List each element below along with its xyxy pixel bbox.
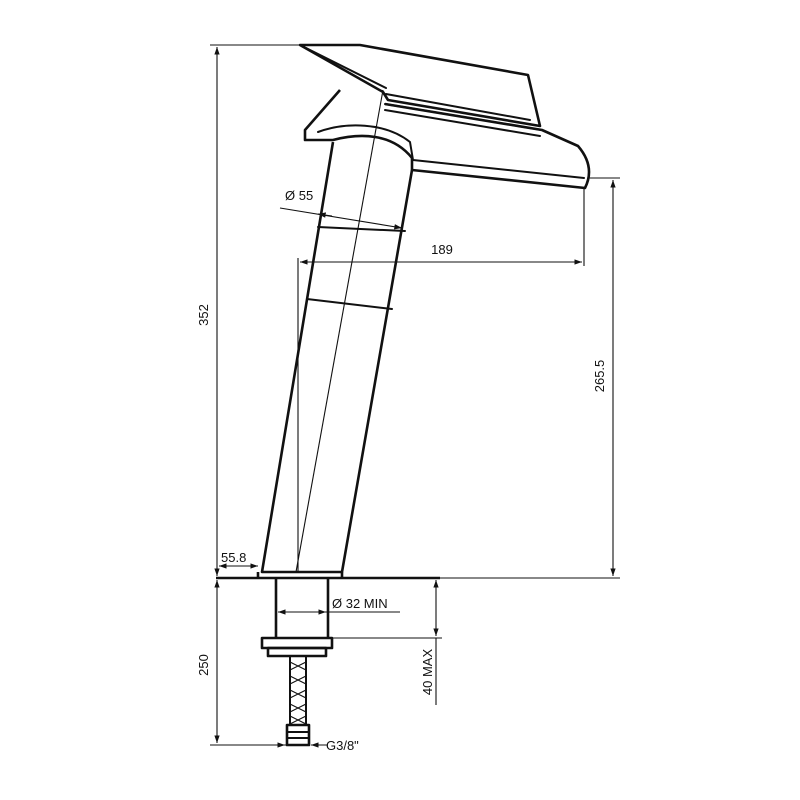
dim-below-deck: 250 <box>196 580 287 746</box>
dim-body-diameter: Ø 55 <box>279 188 403 230</box>
dim-55-leader <box>279 207 403 230</box>
faucet-body <box>260 89 414 574</box>
dim-thread-label: G3/8" <box>326 738 359 753</box>
body-division-upper <box>317 226 406 232</box>
shank <box>274 578 330 638</box>
dim-265-label: 265.5 <box>592 360 607 393</box>
lever-inner-line <box>305 47 387 89</box>
dim-hole-diameter: Ø 32 MIN <box>278 596 400 615</box>
lever-outline <box>298 43 542 128</box>
mounting-nut <box>260 636 334 650</box>
lever-front-edge <box>385 93 531 121</box>
dim-40-label: 40 MAX <box>420 649 435 696</box>
dim-32-label: Ø 32 MIN <box>332 596 388 611</box>
dim-55-8-label: 55.8 <box>221 550 246 565</box>
dim-189-label: 189 <box>431 242 453 257</box>
spout-inner-curve <box>317 124 585 179</box>
spout-inner-edge <box>384 109 541 137</box>
dim-55-label: Ø 55 <box>285 188 313 203</box>
dim-deck-thickness: 40 MAX <box>332 580 442 705</box>
faucet-spout <box>303 89 591 190</box>
hose-fitting-detail <box>286 731 310 739</box>
dim-total-height: 352 <box>196 44 300 576</box>
dim-thread: G3/8" <box>268 738 359 753</box>
dim-55-arrow-start <box>317 212 333 218</box>
body-division-lower <box>306 298 393 310</box>
hose-braid <box>289 661 307 725</box>
spout-top-edge <box>384 103 543 131</box>
handle-lever <box>298 43 542 128</box>
body-column <box>260 141 414 574</box>
body-axis-line <box>295 89 384 573</box>
dim-spout-height: 265.5 <box>440 177 620 579</box>
hose-fitting <box>285 723 311 747</box>
base-collar <box>256 572 344 578</box>
dim-spout-reach: 189 <box>297 188 585 572</box>
dim-352-label: 352 <box>196 304 211 326</box>
base-assembly <box>216 572 440 747</box>
dim-base-offset: 55.8 <box>219 550 258 569</box>
dim-250-label: 250 <box>196 654 211 676</box>
mounting-washer <box>266 646 328 658</box>
